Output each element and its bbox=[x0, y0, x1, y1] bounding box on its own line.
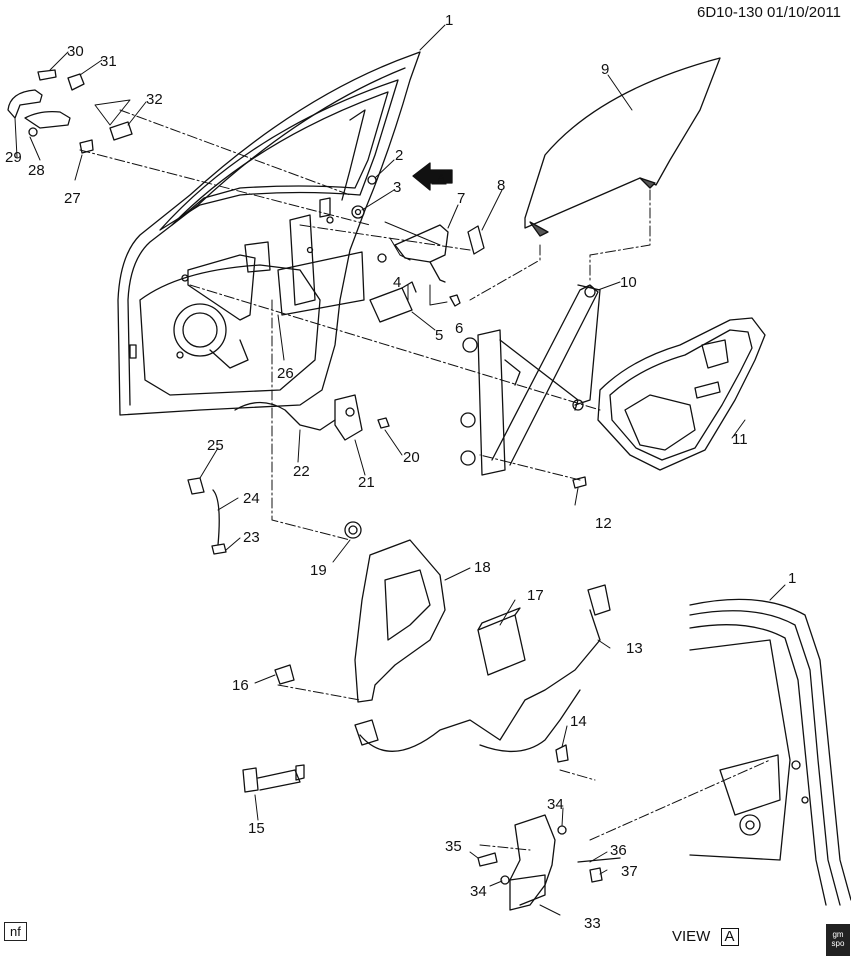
callout-1: 1 bbox=[445, 12, 453, 29]
callout-21: 21 bbox=[358, 474, 375, 491]
clip-16 bbox=[274, 664, 295, 685]
callout-14: 14 bbox=[570, 713, 587, 730]
callout-22: 22 bbox=[293, 463, 310, 480]
callout-10: 10 bbox=[620, 274, 637, 291]
callout-3: 3 bbox=[393, 179, 401, 196]
control-module-17 bbox=[477, 614, 526, 676]
pin-34b bbox=[500, 875, 510, 885]
callout-24: 24 bbox=[243, 490, 260, 507]
grommet-19 bbox=[344, 521, 362, 539]
callout-35: 35 bbox=[445, 838, 462, 855]
callout-7: 7 bbox=[457, 190, 465, 207]
gm-spo-logo: gm spo bbox=[826, 924, 850, 956]
callout-28: 28 bbox=[28, 162, 45, 179]
window-glass-9 bbox=[524, 57, 721, 229]
callout-8: 8 bbox=[497, 177, 505, 194]
callout-19: 19 bbox=[310, 562, 327, 579]
callout-13: 13 bbox=[626, 640, 643, 657]
view-label: VIEW bbox=[672, 928, 711, 945]
door-frame bbox=[117, 51, 421, 416]
outside-handle-assembly bbox=[7, 69, 133, 154]
callout-30: 30 bbox=[67, 43, 84, 60]
lock-rod-24 bbox=[212, 489, 220, 546]
bolt-37 bbox=[589, 867, 603, 883]
callout-34-lower: 34 bbox=[470, 883, 487, 900]
washer-3 bbox=[351, 205, 365, 219]
callout-1-view-a: 1 bbox=[788, 570, 796, 587]
callout-23: 23 bbox=[243, 529, 260, 546]
callout-17: 17 bbox=[527, 587, 544, 604]
door-hinge-33 bbox=[509, 814, 556, 911]
callout-15: 15 bbox=[248, 820, 265, 837]
bolt-35 bbox=[477, 852, 498, 867]
module-carrier-11 bbox=[597, 317, 766, 471]
callout-33: 33 bbox=[584, 915, 601, 932]
door-check-15 bbox=[242, 767, 259, 793]
wiring-bracket-7 bbox=[394, 224, 449, 263]
logo-text-bottom: spo bbox=[831, 939, 845, 948]
nf-tag: nf bbox=[4, 922, 27, 941]
callout-2: 2 bbox=[395, 147, 403, 164]
callout-34: 34 bbox=[547, 796, 564, 813]
door-module-5 bbox=[369, 287, 413, 323]
callout-29: 29 bbox=[5, 149, 22, 166]
wiring-harness-13 bbox=[359, 609, 601, 753]
callout-36: 36 bbox=[610, 842, 627, 859]
clip-23 bbox=[211, 543, 227, 555]
view-arrow-letter: A bbox=[437, 171, 445, 185]
callout-26: 26 bbox=[277, 365, 294, 382]
lock-knob-25 bbox=[187, 477, 205, 495]
callout-9: 9 bbox=[601, 61, 609, 78]
door-sound-pad bbox=[277, 251, 365, 316]
callout-18: 18 bbox=[474, 559, 491, 576]
view-letter-box: A bbox=[720, 928, 739, 946]
door-watershield-pad bbox=[187, 254, 256, 321]
bolt-6 bbox=[449, 294, 461, 307]
door-latch-21 bbox=[234, 394, 363, 441]
callout-16: 16 bbox=[232, 677, 249, 694]
diagram-code: 6D10-130 01/10/2011 bbox=[696, 4, 841, 21]
nut-4 bbox=[377, 253, 387, 263]
callout-27: 27 bbox=[64, 190, 81, 207]
bolt-12 bbox=[572, 476, 587, 489]
logo-text-top: gm bbox=[832, 930, 844, 939]
clip-14 bbox=[555, 744, 569, 763]
callout-25: 25 bbox=[207, 437, 224, 454]
pin-36 bbox=[577, 857, 621, 863]
callout-32: 32 bbox=[146, 91, 163, 108]
callout-12: 12 bbox=[595, 515, 612, 532]
callout-20: 20 bbox=[403, 449, 420, 466]
window-regulator-10 bbox=[460, 284, 601, 476]
callout-4: 4 bbox=[393, 274, 401, 291]
nut-2 bbox=[367, 175, 377, 185]
callout-37: 37 bbox=[621, 863, 638, 880]
view-a-caption: VIEW A bbox=[672, 928, 739, 946]
bracket-18 bbox=[354, 539, 446, 703]
callout-6: 6 bbox=[455, 320, 463, 337]
pin-34a bbox=[557, 825, 567, 835]
callout-5: 5 bbox=[435, 327, 443, 344]
callout-31: 31 bbox=[100, 53, 117, 70]
view-a-inset bbox=[689, 598, 851, 906]
callout-11: 11 bbox=[732, 431, 748, 448]
bolt-20 bbox=[377, 417, 390, 429]
clip-8 bbox=[467, 225, 485, 255]
